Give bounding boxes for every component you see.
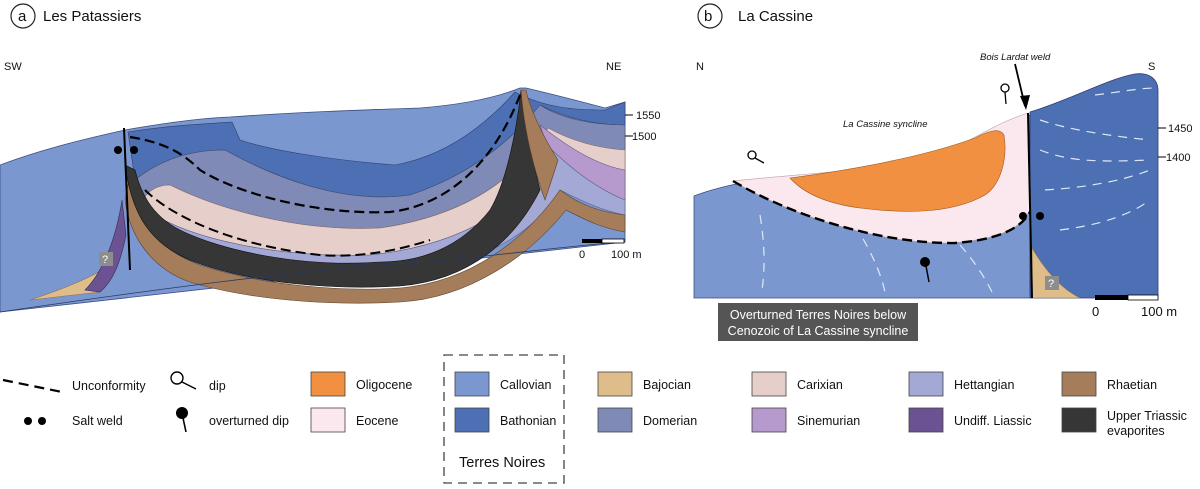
panel-b-note-line-1: Overturned Terres Noires below [730,308,907,322]
legend-salt-weld-dot-1 [24,417,32,425]
legend-dip-icon-tail [181,381,197,390]
panel-a-letter-circle [10,3,36,29]
panel-a: a Les Patassiers SW NE ? [0,3,660,313]
panel-b-title: La Cassine [738,8,813,25]
legend-label-hettangian: Hettangian [954,378,1015,392]
legend-swatch-bajocian [597,371,633,397]
legend-dip-icon [170,371,184,385]
panel-b-salt-weld-line [1027,112,1033,299]
panel-b-left-direction: N [696,61,704,73]
panel-b-syncline-label: La Cassine syncline [843,119,928,130]
panel-b-letter: b [704,8,712,25]
legend-overturned-dip-label: overturned dip [209,414,289,428]
panel-a-right-direction: NE [606,61,621,73]
panel-b-dip-symbol-2 [1000,83,1010,105]
panel-a-salt-weld-line [123,127,131,271]
panel-b-dip-symbol-1 [747,150,765,164]
legend-label-oligocene: Oligocene [356,378,412,392]
panel-a-base-line [0,241,626,313]
legend-swatch-rhaetian [1061,371,1097,397]
legend-label-rhaetian: Rhaetian [1107,378,1157,392]
legend-swatch-domerian [597,407,633,433]
panel-a-weld-dot-1 [114,146,122,154]
legend-label-undiff-liassic: Undiff. Liassic [954,414,1032,428]
panel-a-rhaetian-right [520,89,559,201]
legend-overturned-dip-icon [176,407,188,419]
legend: Unconformity Salt weld dip overturned di… [2,354,1187,484]
panel-b-scale-black [1095,295,1128,300]
panel-a-scale-white [601,238,625,244]
panel-a-scale-end: 100 m [611,249,642,261]
panel-b-scale-start: 0 [1092,304,1099,319]
panel-b-overturned-dip-symbol [920,257,930,283]
legend-label-callovian: Callovian [500,378,551,392]
legend-swatch-undiff-liassic [908,407,944,433]
panel-b-weld-arrow-head [1020,95,1030,110]
panel-b-right-direction: S [1148,61,1155,73]
panel-a-scale-black [582,239,602,243]
panel-a-unconformity-upper [129,94,522,214]
panel-a-title: Les Patassiers [43,8,141,25]
panel-a-question-mark: ? [102,254,108,266]
legend-swatch-carixian [751,371,787,397]
legend-swatch-triassic [1061,407,1097,433]
legend-unconformity-label: Unconformity [72,379,146,393]
legend-label-domerian: Domerian [643,414,697,428]
panel-a-elev-1500: 1500 [632,131,656,143]
legend-label-eocene: Eocene [356,414,398,428]
legend-terres-noires-box [443,354,565,484]
legend-dip-label: dip [209,379,226,393]
legend-swatch-eocene [310,407,346,433]
panel-b: b La Cassine N S ? [693,3,1192,341]
legend-overturned-dip-icon-tail [182,417,187,433]
panel-b-weld-label: Bois Lardat weld [980,52,1051,63]
panel-b-note-box [718,303,918,341]
panel-b-weld-dot-1 [1019,212,1027,220]
legend-label-carixian: Carixian [797,378,843,392]
panel-b-scale-white [1127,294,1159,301]
panel-b-scale-end: 100 m [1141,304,1177,319]
panel-a-weld-dot-2 [130,146,138,154]
panel-a-unconformity-lower [144,189,431,257]
legend-salt-weld-label: Salt weld [72,414,123,428]
panel-a-rhaetian [124,174,626,304]
legend-swatch-callovian [454,371,490,397]
panel-b-bathonian [1029,73,1159,299]
legend-swatch-hettangian [908,371,944,397]
panel-b-unconformity [732,179,1032,245]
legend-label-triassic-line-1: Upper Triassic [1107,409,1187,423]
legend-terres-noires-label: Terres Noires [459,455,545,471]
legend-swatch-sinemurian [751,407,787,433]
legend-swatch-oligocene [310,371,346,397]
panel-b-weld-dot-2 [1036,212,1044,220]
panel-a-left-direction: SW [4,61,22,73]
panel-b-letter-circle [697,3,723,29]
panel-a-scale-start: 0 [579,249,585,261]
panel-a-question-box [99,252,113,266]
panel-a-undiff-liassic [84,199,127,293]
panel-b-elev-1450: 1450 [1168,123,1192,135]
legend-label-sinemurian: Sinemurian [797,414,860,428]
legend-swatch-bathonian [454,407,490,433]
panel-b-note-line-2: Cenozoic of La Cassine syncline [728,324,909,338]
legend-unconformity-symbol [2,378,63,394]
panel-a-elev-1550: 1550 [636,110,660,122]
panel-b-question-box [1045,276,1059,290]
panel-b-elev-1400: 1400 [1166,152,1190,164]
legend-label-bathonian: Bathonian [500,414,556,428]
panel-b-question-mark: ? [1048,278,1054,290]
legend-label-triassic-line-2: evaporites [1107,424,1165,438]
panel-b-oligocene [789,130,1006,212]
legend-salt-weld-dot-2 [38,417,46,425]
legend-label-bajocian: Bajocian [643,378,691,392]
panel-a-letter: a [18,8,27,25]
